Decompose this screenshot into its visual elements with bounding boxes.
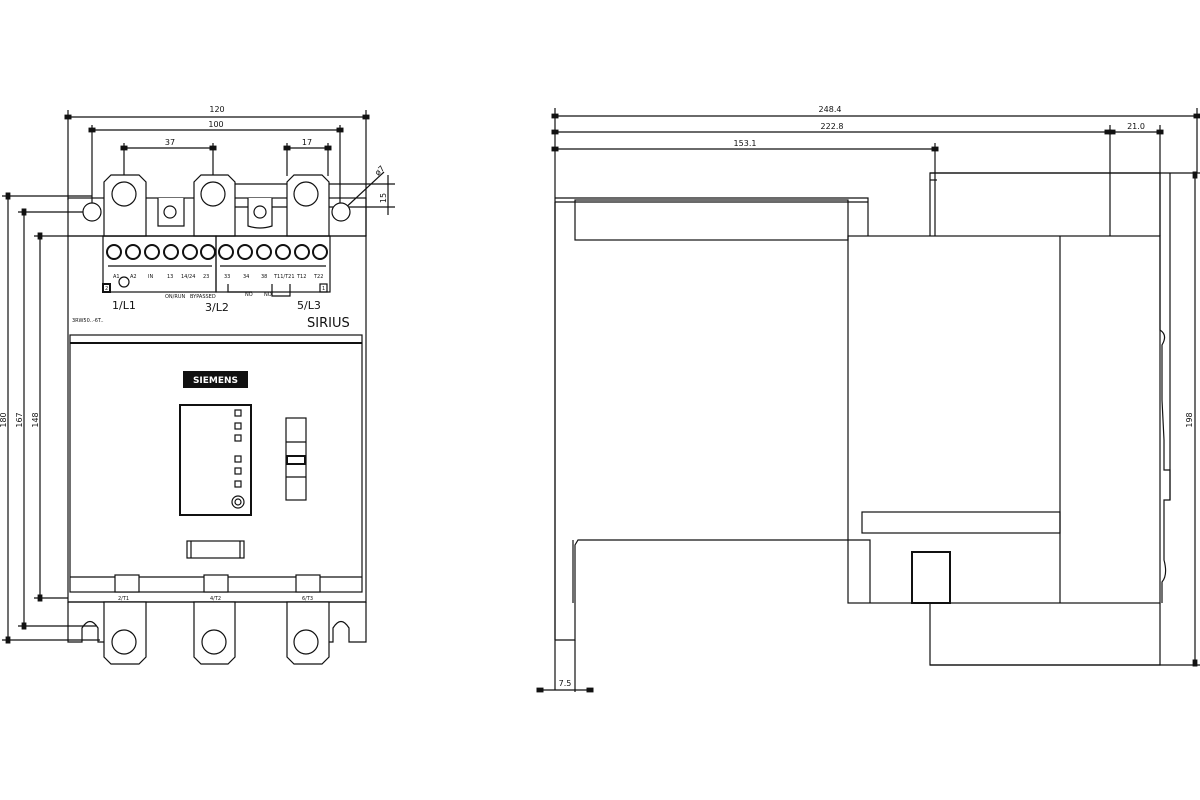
mounting-hole-right [331, 202, 351, 222]
led-panel [179, 404, 252, 516]
dim-height: 198 [1185, 412, 1194, 427]
aux-lug-2 [247, 198, 273, 229]
dim-front-offset: 21.0 [1127, 122, 1145, 131]
svg-text:23: 23 [203, 274, 209, 280]
dim-hole-diameter: ø7 [373, 164, 386, 177]
dim-flange: 7.5 [559, 679, 572, 688]
svg-text:IN: IN [148, 274, 153, 280]
svg-text:NO: NO [245, 292, 253, 298]
front-view: 120 100 37 17 ø7 15 180 167 148 [0, 105, 395, 665]
svg-text:38: 38 [261, 274, 267, 280]
label-5-l3: 5/L3 [297, 299, 321, 312]
dim-overall-height: 180 [0, 412, 8, 427]
bottom-clips [114, 574, 321, 593]
label-4-t2: 4/T2 [210, 596, 221, 602]
selector-switch[interactable] [285, 417, 307, 501]
svg-text:34: 34 [243, 274, 249, 280]
product-name: SIRIUS [307, 316, 350, 331]
label-6-t3: 6/T3 [302, 596, 313, 602]
side-latch [911, 551, 951, 604]
label-2-t1: 2/T1 [118, 596, 129, 602]
dim-hole-offset: 15 [379, 193, 388, 203]
svg-text:A2: A2 [130, 274, 137, 280]
side-dimensions: 248.4 222.8 21.0 153.1 198 7.5 [536, 105, 1200, 693]
dim-mount-height: 167 [15, 412, 24, 427]
label-1-l1: 1/L1 [112, 299, 136, 312]
svg-text:T22: T22 [313, 274, 323, 280]
svg-text:13: 13 [167, 274, 173, 280]
control-terminal-block-left [102, 235, 217, 293]
svg-text:BYPASSED: BYPASSED [190, 294, 216, 300]
label-3-l2: 3/L2 [205, 301, 229, 314]
dim-rail-depth: 153.1 [734, 139, 757, 148]
siemens-logo-text: SIEMENS [193, 376, 238, 386]
mounting-hole-left [82, 202, 102, 222]
svg-text:ON/RUN: ON/RUN [165, 294, 185, 300]
siemens-logo [183, 371, 248, 388]
dim-body-height: 148 [31, 412, 40, 427]
aux-hole-1 [163, 205, 177, 219]
cover-handle[interactable] [186, 540, 245, 559]
load-terminal-lugs [67, 601, 367, 665]
svg-text:14/24: 14/24 [181, 274, 195, 280]
dim-overall-depth: 248.4 [819, 105, 842, 114]
aux-lug-1 [157, 198, 185, 227]
dim-body-depth: 222.8 [821, 122, 844, 131]
adjust-knob[interactable] [231, 495, 245, 509]
dim-lug-width: 17 [302, 138, 312, 147]
dim-terminal-pitch: 37 [165, 138, 175, 147]
dim-overall-width: 120 [209, 105, 224, 114]
dim-leader-hole [340, 171, 385, 213]
svg-text:33: 33 [224, 274, 230, 280]
side-outline [554, 172, 1171, 666]
dim-mount-spacing: 100 [208, 120, 223, 129]
terminal-screws[interactable] [106, 244, 328, 260]
svg-text:T12: T12 [296, 274, 306, 280]
svg-text:2: 2 [105, 286, 108, 292]
aux-hole-2 [253, 205, 267, 219]
svg-text:NO: NO [264, 292, 272, 298]
svg-text:T11/T21: T11/T21 [273, 274, 295, 280]
control-terminal-block-right [215, 235, 331, 293]
side-view: 248.4 222.8 21.0 153.1 198 7.5 [536, 105, 1200, 693]
svg-text:1: 1 [322, 286, 325, 292]
model-number: 3RW50..-6T.. [72, 318, 104, 324]
line-terminal-lugs [103, 174, 330, 237]
svg-text:A1: A1 [113, 274, 120, 280]
terminal-labels: A1 A2 IN 13 14/24 23 33 34 38 T11/T21 T1… [102, 274, 328, 300]
status-leds [234, 409, 242, 488]
